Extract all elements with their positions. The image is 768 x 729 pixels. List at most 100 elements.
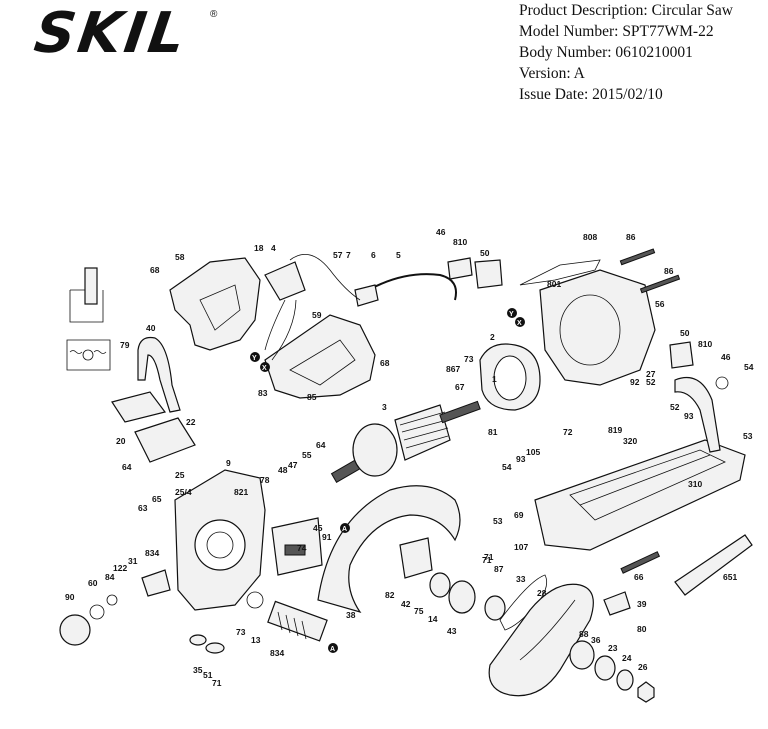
part-label: 87 <box>494 564 504 574</box>
part-label: 867 <box>446 364 460 374</box>
part-label: 73 <box>464 354 474 364</box>
product-info: Product Description: Circular Saw Model … <box>519 0 733 105</box>
part-label: 46 <box>721 352 731 362</box>
part-label: 22 <box>186 417 196 427</box>
part-label: 60 <box>88 578 98 588</box>
blade-wrench <box>674 534 753 596</box>
part-label: 71 <box>484 552 494 562</box>
part-label: 810 <box>698 339 712 349</box>
part-label: 5 <box>396 250 401 260</box>
svg-text:X: X <box>517 320 522 327</box>
part-label: 66 <box>634 572 644 582</box>
part-label: 46 <box>436 227 446 237</box>
part-label: 819 <box>608 425 622 435</box>
part-label: 79 <box>120 340 130 350</box>
part-label: 36 <box>591 635 601 645</box>
part-label: 56 <box>655 299 665 309</box>
part-label: 54 <box>502 462 512 472</box>
part-label: 310 <box>688 479 702 489</box>
part-label: 83 <box>258 388 268 398</box>
switch <box>264 261 306 301</box>
part-label: 78 <box>260 475 270 485</box>
part-labels: 18 4 57 7 6 5 46 810 50 808 86 58 68 801… <box>65 227 754 688</box>
part-label: 834 <box>270 648 284 658</box>
part-label: 71 <box>212 678 222 688</box>
part-label: 68 <box>380 358 390 368</box>
brush-holder-top <box>447 257 473 280</box>
gear-cap <box>59 614 91 646</box>
part-label: 68 <box>150 265 160 275</box>
part-label: 801 <box>547 279 561 289</box>
field-housing <box>539 269 656 386</box>
product-description: Product Description: Circular Saw <box>519 2 733 19</box>
part-label: 20 <box>116 436 126 446</box>
part-label: 43 <box>447 626 457 636</box>
part-label: 25/4 <box>175 487 192 497</box>
part-label: 90 <box>65 592 75 602</box>
part-label: 74 <box>297 543 307 553</box>
part-label: 23 <box>608 643 618 653</box>
part-label: 75 <box>414 606 424 616</box>
part-label: 107 <box>514 542 528 552</box>
drive-belt <box>499 574 548 631</box>
armature <box>330 400 481 484</box>
part-label: 4 <box>271 243 276 253</box>
model-number: Model Number: SPT77WM-22 <box>519 23 714 40</box>
body-number: Body Number: 0610210001 <box>519 44 693 61</box>
part-label: 810 <box>453 237 467 247</box>
bail-handle <box>137 336 181 413</box>
part-label: 38 <box>346 610 356 620</box>
part-label: 6 <box>371 250 376 260</box>
issue-date: Issue Date: 2015/02/10 <box>519 86 663 103</box>
upper-blade-guard <box>317 485 461 614</box>
svg-text:A: A <box>342 526 347 533</box>
part-label: 64 <box>122 462 132 472</box>
part-label: 13 <box>251 635 261 645</box>
part-label: 3 <box>382 402 387 412</box>
part-label: 33 <box>516 574 526 584</box>
part-label: 53 <box>743 431 753 441</box>
part-label: 7 <box>346 250 351 260</box>
part-label: 42 <box>401 599 411 609</box>
part-label: 63 <box>138 503 148 513</box>
part-label: 73 <box>236 627 246 637</box>
part-label: 39 <box>637 599 647 609</box>
handle-housing-right <box>264 314 376 399</box>
part-label: 45 <box>313 523 323 533</box>
part-label: 47 <box>288 460 298 470</box>
part-label: 86 <box>664 266 674 276</box>
svg-text:A: A <box>330 646 335 653</box>
version: Version: A <box>519 65 585 82</box>
part-label: 834 <box>145 548 159 558</box>
part-label: 821 <box>234 487 248 497</box>
part-label: 64 <box>316 440 326 450</box>
part-label: 25 <box>175 470 185 480</box>
part-label: 54 <box>744 362 754 372</box>
registered-mark: ® <box>210 9 218 20</box>
part-label: 84 <box>105 572 115 582</box>
part-label: 14 <box>428 614 438 624</box>
wire-markers: Y X Y X A A <box>250 308 525 653</box>
carbon-brush-top <box>474 259 503 289</box>
part-label: 18 <box>254 243 264 253</box>
part-label: 59 <box>312 310 322 320</box>
bevel-lever <box>674 376 721 453</box>
part-label: 9 <box>226 458 231 468</box>
part-label: 67 <box>455 382 465 392</box>
part-label: 85 <box>307 392 317 402</box>
gear-assembly <box>246 591 328 642</box>
part-label: 320 <box>623 436 637 446</box>
part-label: 92 <box>630 377 640 387</box>
part-label: 51 <box>203 670 213 680</box>
part-label: 88 <box>579 629 589 639</box>
part-label: 58 <box>175 252 185 262</box>
part-label: 35 <box>193 665 203 675</box>
part-label: 122 <box>113 563 127 573</box>
part-label: 52 <box>670 402 680 412</box>
part-label: 86 <box>626 232 636 242</box>
part-label: 31 <box>128 556 138 566</box>
svg-text:Y: Y <box>509 311 514 318</box>
part-label: 71 <box>482 555 492 565</box>
part-label: 26 <box>638 662 648 672</box>
